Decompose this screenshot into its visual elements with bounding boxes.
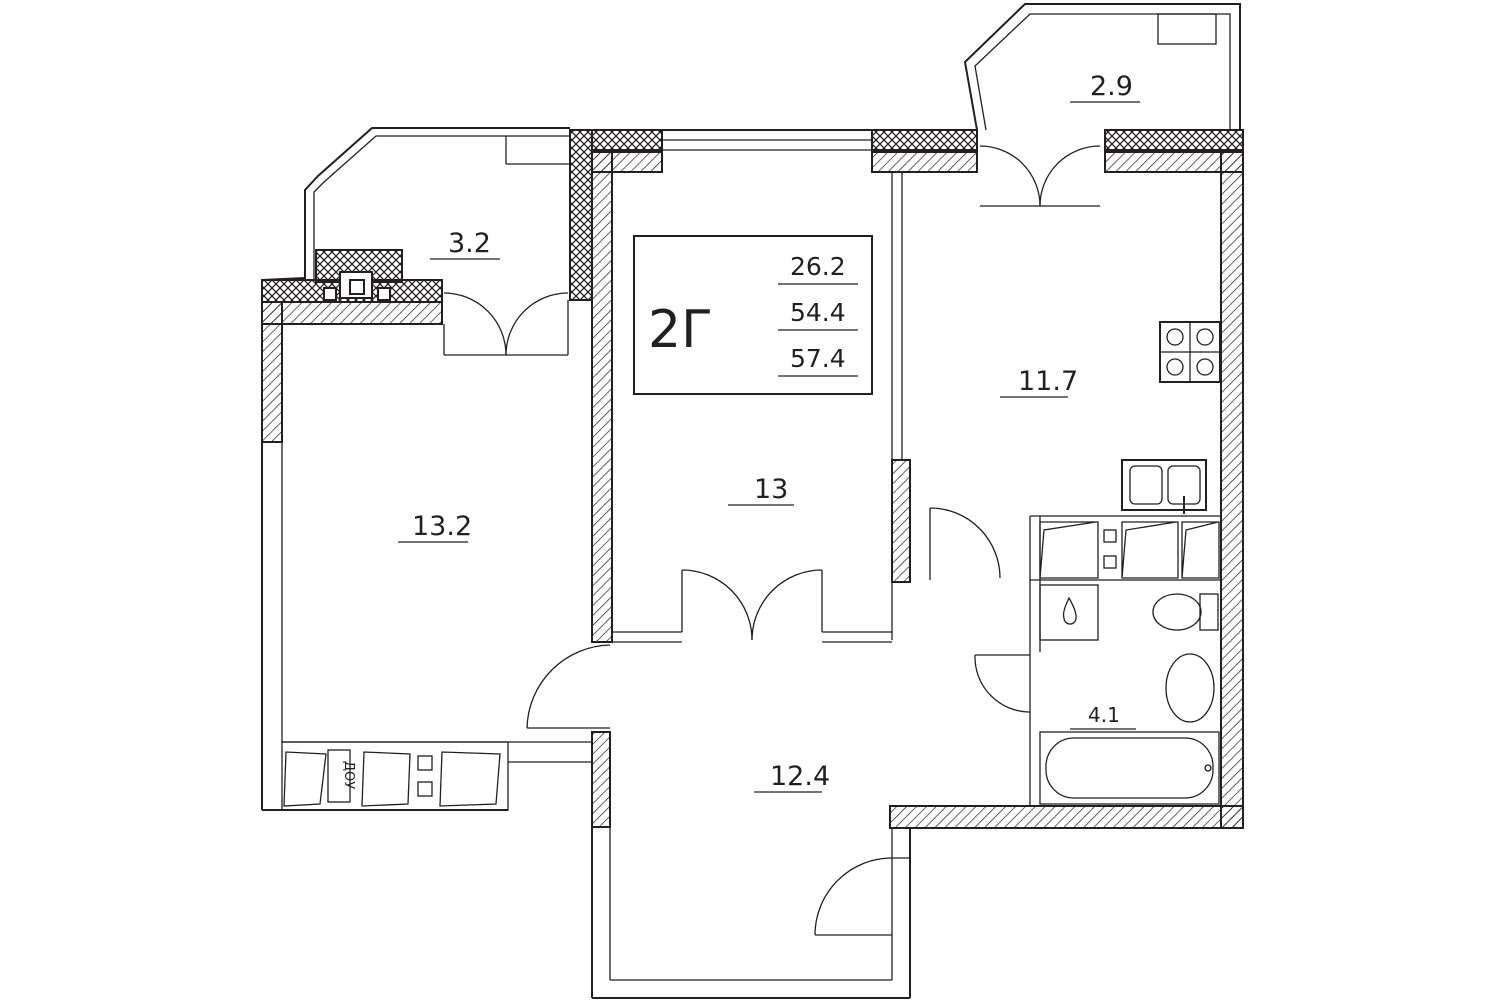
room-area-center: 13 — [754, 474, 788, 505]
living-area: 26.2 — [790, 252, 846, 281]
room-labels: 3.2 2.9 13.2 13 11.7 12.4 4.1 — [398, 71, 1140, 793]
kitchen-cabinets — [1039, 521, 1220, 579]
room-area-hallway: 12.4 — [770, 761, 830, 792]
room-area-bedroom-left: 13.2 — [412, 511, 472, 542]
room-area-balcony-right: 2.9 — [1090, 71, 1133, 102]
room-area-kitchen: 11.7 — [1018, 366, 1078, 397]
room-area-balcony-left: 3.2 — [448, 228, 491, 259]
wardrobe-label: ДОУ — [341, 761, 356, 789]
doors — [443, 145, 1101, 936]
legend-box — [633, 235, 873, 395]
area-with-balconies: 57.4 — [790, 344, 846, 373]
bathroom-fixtures — [1039, 584, 1220, 805]
room-area-bathroom: 4.1 — [1088, 703, 1120, 727]
loggia-walls — [261, 129, 1244, 303]
kitchen-sink — [1121, 459, 1207, 514]
kitchen-stove — [1159, 321, 1221, 383]
total-area: 54.4 — [790, 298, 846, 327]
unit-code: 2Г — [648, 300, 713, 360]
wardrobe — [281, 741, 509, 811]
outlines — [261, 3, 1241, 999]
exterior-walls — [261, 149, 1244, 829]
